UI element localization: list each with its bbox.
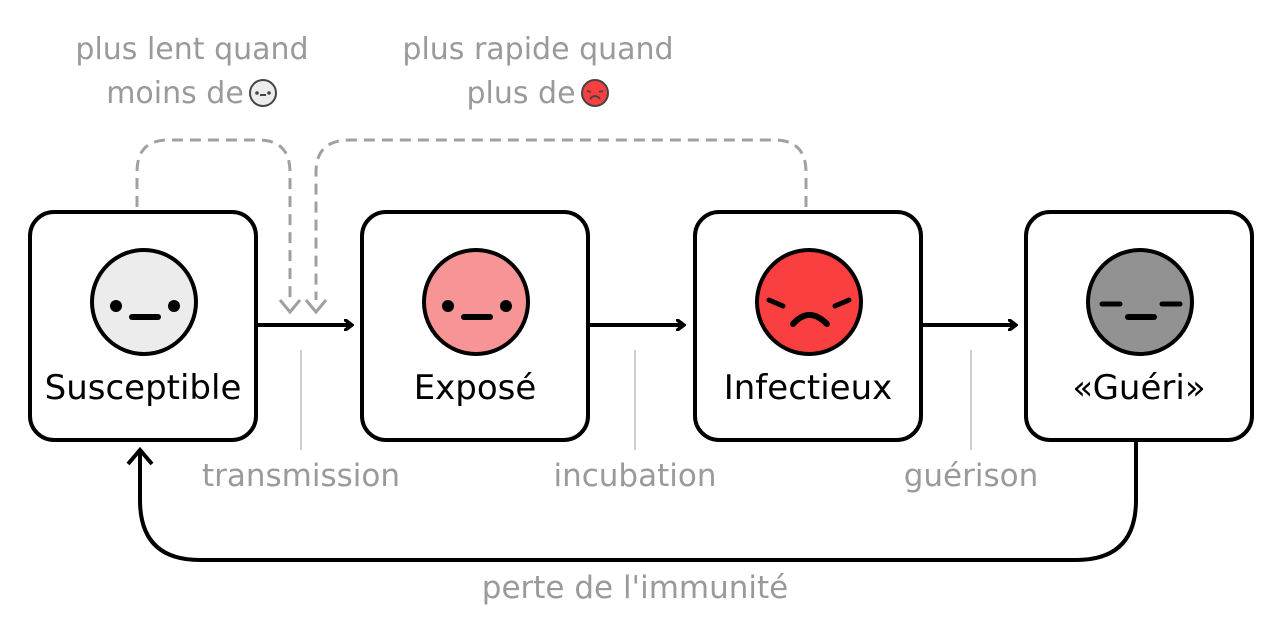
sad-face-icon	[580, 77, 610, 107]
compartment-label-infectious: Infectieux	[723, 368, 893, 408]
neutral-face-icon	[422, 248, 530, 356]
annotation-faster: plus rapide quand plus de	[400, 28, 676, 116]
rate-label-recovery: guérison	[903, 458, 1039, 494]
annotation-faster-line2: plus de	[466, 76, 576, 111]
rate-label-immunity-loss: perte de l'immunité	[481, 570, 789, 606]
annotation-slower-line2: moins de	[106, 76, 244, 111]
annotation-slower: plus lent quand moins de	[72, 28, 312, 116]
dashed-arrowhead-infectious	[304, 299, 328, 315]
arrow-immunity-loss	[138, 440, 1138, 562]
compartment-label-exposed: Exposé	[413, 368, 537, 408]
sad-face-icon	[755, 248, 863, 356]
closed-eyes-face-icon	[1086, 248, 1194, 356]
dashed-arrowhead-susceptible	[278, 299, 302, 315]
compartment-label-recovered: «Guéri»	[1072, 368, 1206, 408]
neutral-face-icon	[248, 77, 278, 107]
neutral-face-icon	[90, 248, 198, 356]
rate-label-incubation: incubation	[553, 458, 717, 494]
compartment-infectious: Infectieux	[693, 210, 923, 442]
rate-label-transmission: transmission	[201, 458, 401, 494]
dashed-infectious-feedback	[314, 138, 808, 300]
arrowhead-immunity-loss	[126, 446, 154, 466]
compartment-recovered: «Guéri»	[1024, 210, 1254, 442]
annotation-faster-line1: plus rapide quand	[402, 32, 674, 67]
annotation-slower-line1: plus lent quand	[75, 32, 309, 67]
compartment-exposed: Exposé	[360, 210, 590, 442]
dashed-susceptible-feedback	[135, 138, 292, 300]
compartment-label-susceptible: Susceptible	[44, 368, 242, 408]
compartment-susceptible: Susceptible	[28, 210, 258, 442]
